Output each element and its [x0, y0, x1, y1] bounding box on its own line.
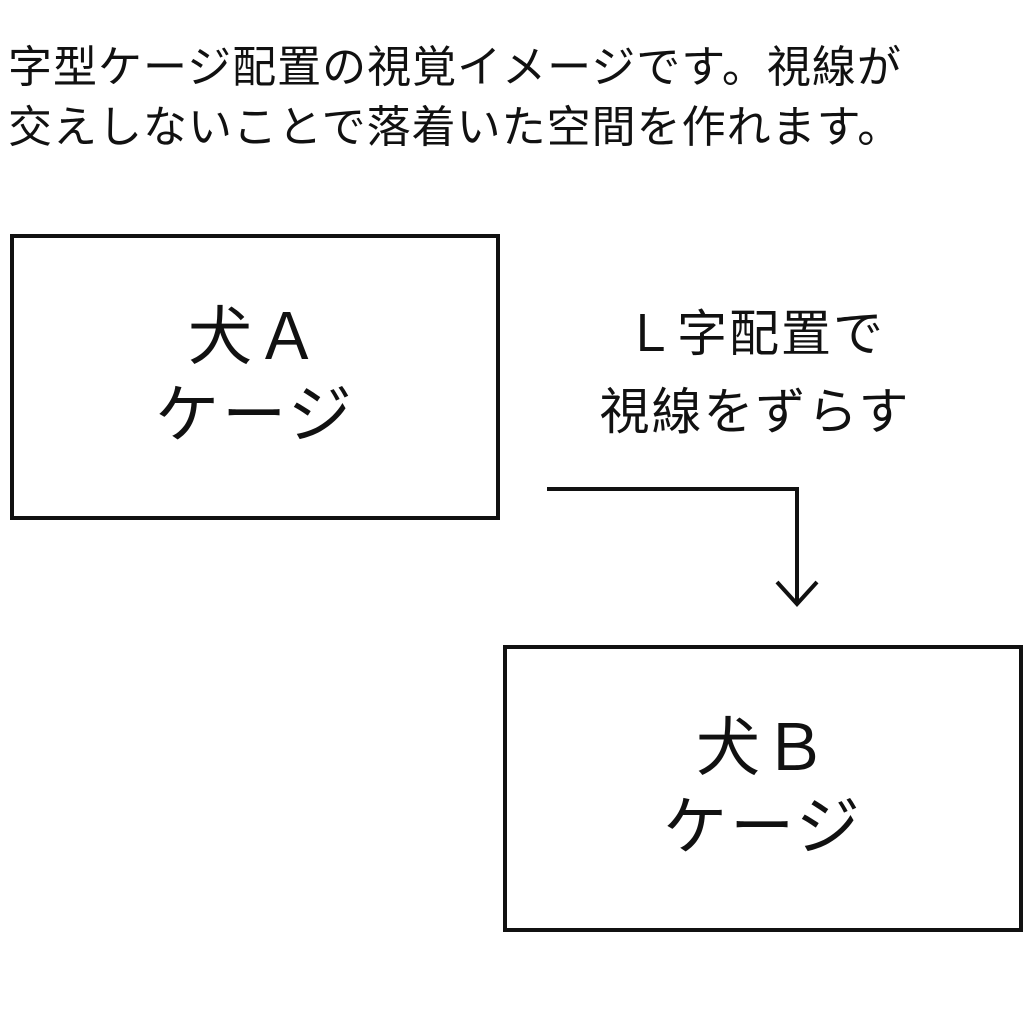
diagram-caption: 字型ケージ配置の視覚イメージです。視線が 交えしないことで落着いた空間を作れます… [8, 38, 1020, 158]
cage-a-box: 犬Ａ ケージ [10, 234, 500, 520]
arrow-path [547, 487, 799, 602]
caption-line-1: 字型ケージ配置の視覚イメージです。視線が [8, 42, 902, 93]
cage-a-label: ケージ [155, 379, 355, 453]
note-line-1: Ｌ字配置で [625, 305, 885, 363]
cage-b-title: 犬Ｂ [696, 712, 830, 787]
arrow-head-icon [775, 580, 819, 607]
cage-b-label: ケージ [663, 790, 863, 865]
l-layout-note: Ｌ字配置で 視線をずらす [560, 296, 950, 451]
caption-line-2: 交えしないことで落着いた空間を作れます。 [8, 101, 903, 153]
note-line-2: 視線をずらす [599, 382, 911, 441]
cage-a-title: 犬Ａ [188, 300, 322, 375]
cage-b-box: 犬Ｂ ケージ [503, 645, 1023, 932]
